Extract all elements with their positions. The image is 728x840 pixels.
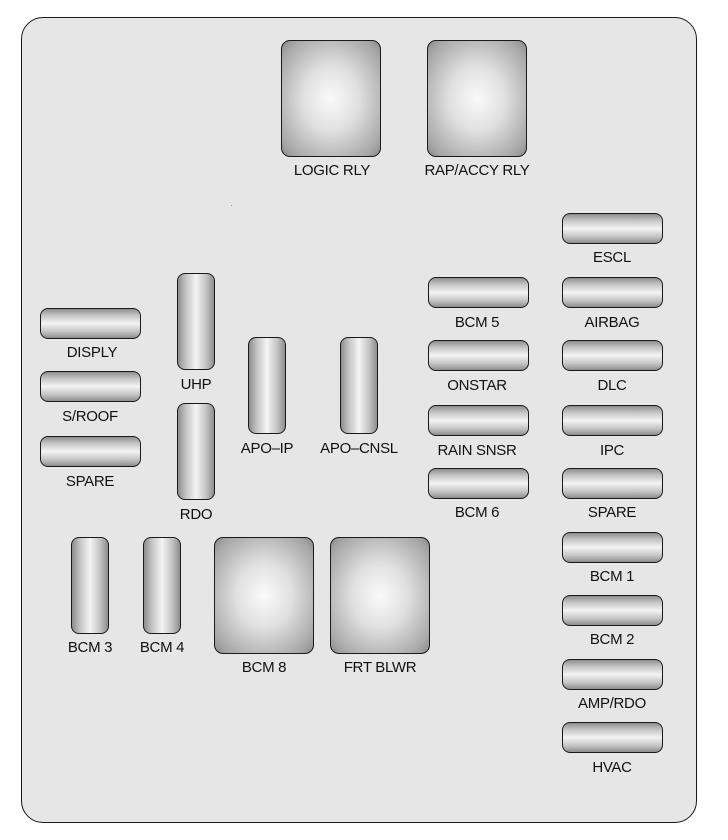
fuse-amp-rdo <box>562 659 663 690</box>
fuse-spare-left <box>40 436 141 467</box>
label-rdo: RDO <box>179 506 213 523</box>
fuse-bcm4 <box>143 537 181 634</box>
label-rap-accy-rly: RAP/ACCY RLY <box>424 162 530 179</box>
relay-frt-blwr <box>330 537 430 654</box>
label-logic-rly: LOGIC RLY <box>293 162 371 179</box>
label-disply: DISPLY <box>66 344 118 361</box>
relay-rap-accy-rly <box>427 40 527 157</box>
label-airbag: AIRBAG <box>584 314 640 331</box>
label-escl: ESCL <box>593 249 631 266</box>
label-bcm4: BCM 4 <box>139 639 185 656</box>
fuse-rain-snsr <box>428 405 529 436</box>
label-s-roof: S/ROOF <box>62 408 118 425</box>
relay-logic-rly <box>281 40 381 157</box>
fuse-airbag <box>562 277 663 308</box>
label-bcm3: BCM 3 <box>67 639 113 656</box>
fuse-bcm2 <box>562 595 663 626</box>
label-bcm5: BCM 5 <box>454 314 500 331</box>
fuse-bcm3 <box>71 537 109 634</box>
fuse-disply <box>40 308 141 339</box>
fuse-apo-cnsl <box>340 337 378 434</box>
label-bcm6: BCM 6 <box>454 504 500 521</box>
label-hvac: HVAC <box>592 759 632 776</box>
label-bcm2: BCM 2 <box>589 631 635 648</box>
label-apo-cnsl: APO–CNSL <box>320 440 398 457</box>
fuse-dlc <box>562 340 663 371</box>
label-spare-left: SPARE <box>65 473 115 490</box>
label-spare-right: SPARE <box>587 504 637 521</box>
fuse-ipc <box>562 405 663 436</box>
fuse-hvac <box>562 722 663 753</box>
label-dlc: DLC <box>597 377 627 394</box>
fuse-uhp <box>177 273 215 370</box>
label-uhp: UHP <box>180 376 212 393</box>
fuse-bcm5 <box>428 277 529 308</box>
fuse-escl <box>562 213 663 244</box>
label-ipc: IPC <box>599 442 625 459</box>
label-frt-blwr: FRT BLWR <box>343 659 417 676</box>
label-apo-ip: APO–IP <box>240 440 294 457</box>
label-bcm8: BCM 8 <box>241 659 287 676</box>
fuse-apo-ip <box>248 337 286 434</box>
label-bcm1: BCM 1 <box>589 568 635 585</box>
fuse-bcm6 <box>428 468 529 499</box>
label-onstar: ONSTAR <box>447 377 507 394</box>
fuse-s-roof <box>40 371 141 402</box>
label-rain-snsr: RAIN SNSR <box>437 442 517 459</box>
stray-mark <box>231 205 232 206</box>
fuse-bcm1 <box>562 532 663 563</box>
fuse-onstar <box>428 340 529 371</box>
fuse-spare-right <box>562 468 663 499</box>
fuse-rdo <box>177 403 215 500</box>
relay-bcm8 <box>214 537 314 654</box>
label-amp-rdo: AMP/RDO <box>578 695 646 712</box>
